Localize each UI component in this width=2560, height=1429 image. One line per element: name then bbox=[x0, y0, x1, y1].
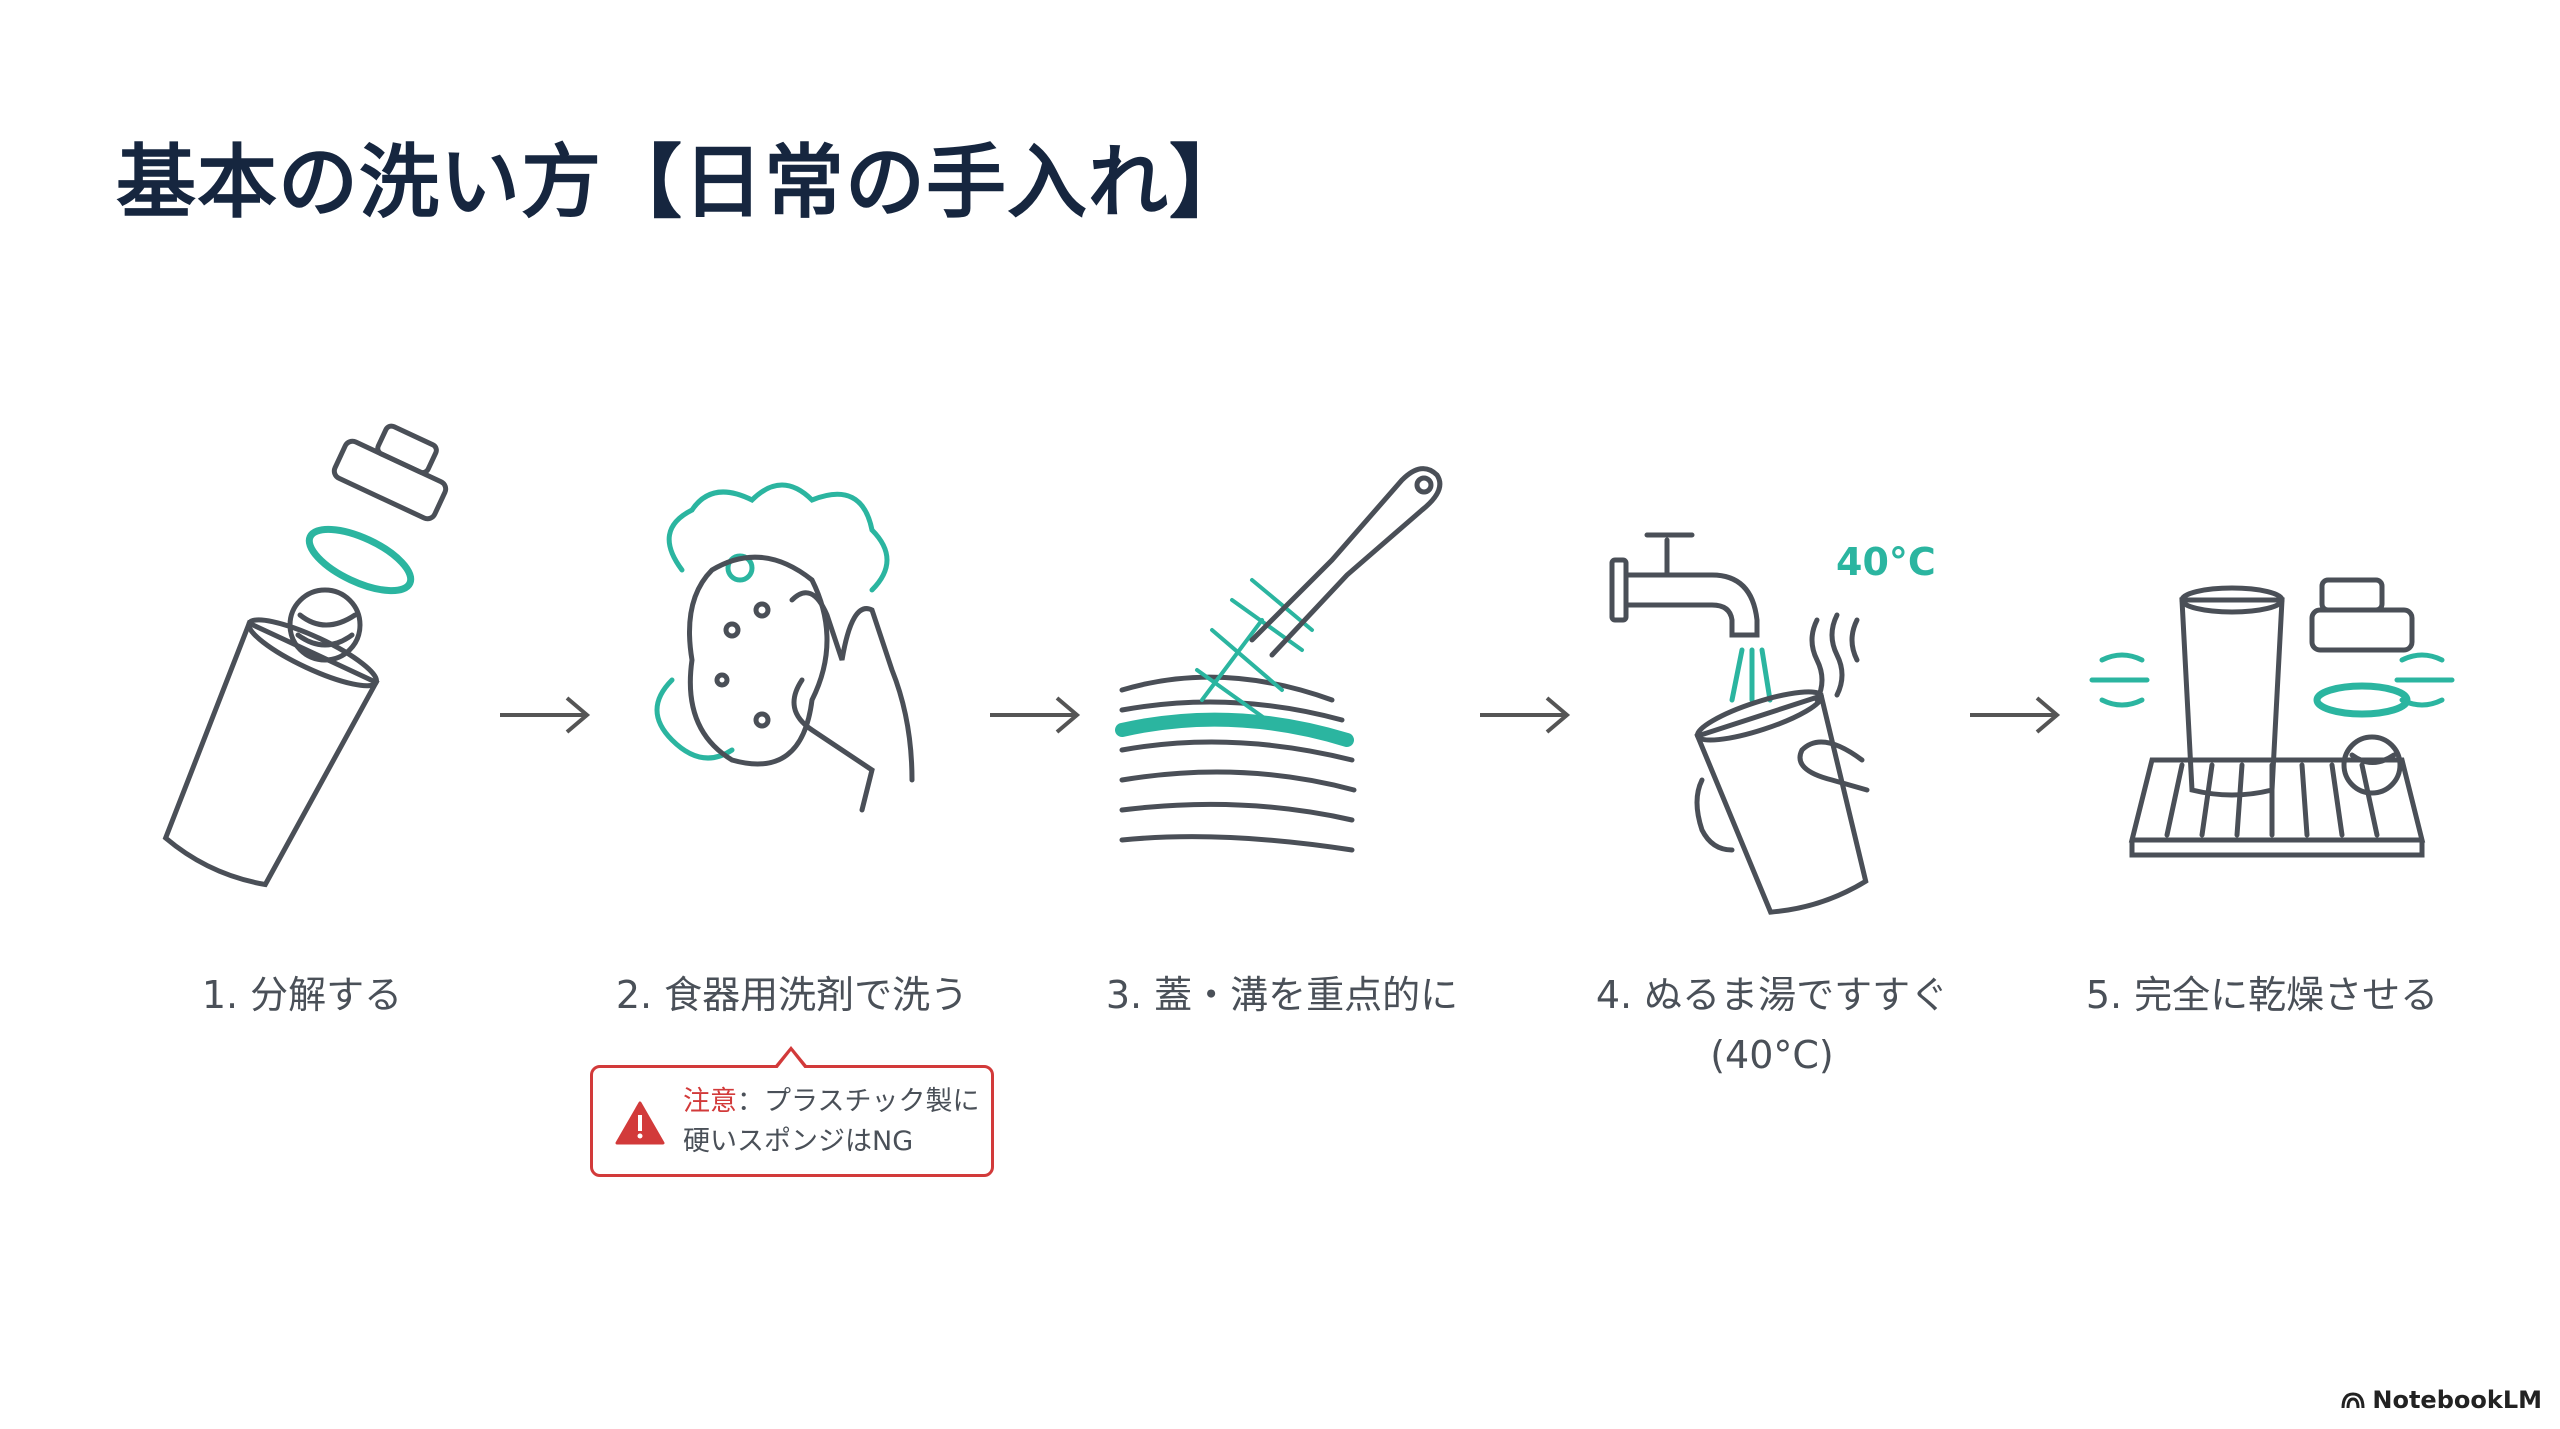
warning-triangle-icon bbox=[615, 1101, 665, 1145]
logo-text: NotebookLM bbox=[2372, 1386, 2542, 1414]
page-title: 基本の洗い方【日常の手入れ】 bbox=[116, 136, 1250, 229]
caution-text: 注意：プラスチック製に 硬いスポンジはNG bbox=[683, 1082, 979, 1162]
brush-cleaning-lid-icon bbox=[1102, 400, 1462, 920]
step-1-label: 1. 分解する bbox=[201, 973, 403, 1017]
step-2-label: 2. 食器用洗剤で洗う bbox=[615, 973, 969, 1017]
step-3-label: 3. 蓋・溝を重点的に bbox=[1105, 973, 1459, 1017]
drying-rack-icon bbox=[2072, 400, 2472, 920]
disassembled-shaker-icon bbox=[120, 400, 480, 920]
arrow-right-icon bbox=[1480, 696, 1571, 734]
caution-separator: ： bbox=[737, 1086, 764, 1117]
temperature-badge: 40°C bbox=[1836, 540, 1936, 584]
rinse-faucet-icon bbox=[1592, 400, 1952, 920]
caution-line-1: プラスチック製に bbox=[764, 1086, 980, 1117]
caution-heading: 注意 bbox=[683, 1086, 737, 1117]
callout-pointer-fill bbox=[776, 1051, 806, 1070]
sponge-washing-icon bbox=[612, 400, 972, 920]
notebooklm-logo-icon bbox=[2341, 1392, 2365, 1409]
step-4-label: 4. ぬるま湯ですすぐ (40°C) bbox=[1532, 965, 2012, 1085]
arrow-right-icon bbox=[990, 696, 1081, 734]
notebooklm-logo: NotebookLM bbox=[2340, 1386, 2542, 1414]
caution-line-2: 硬いスポンジはNG bbox=[683, 1126, 914, 1157]
arrow-right-icon bbox=[500, 696, 591, 734]
step-4-label-line1: 4. ぬるま湯ですすぐ bbox=[1595, 973, 1949, 1017]
arrow-right-icon bbox=[1970, 696, 2061, 734]
step-5-label: 5. 完全に乾燥させる bbox=[2085, 973, 2439, 1017]
step-4-label-line2: (40°C) bbox=[1710, 1033, 1834, 1077]
caution-callout: 注意：プラスチック製に 硬いスポンジはNG bbox=[590, 1046, 994, 1177]
